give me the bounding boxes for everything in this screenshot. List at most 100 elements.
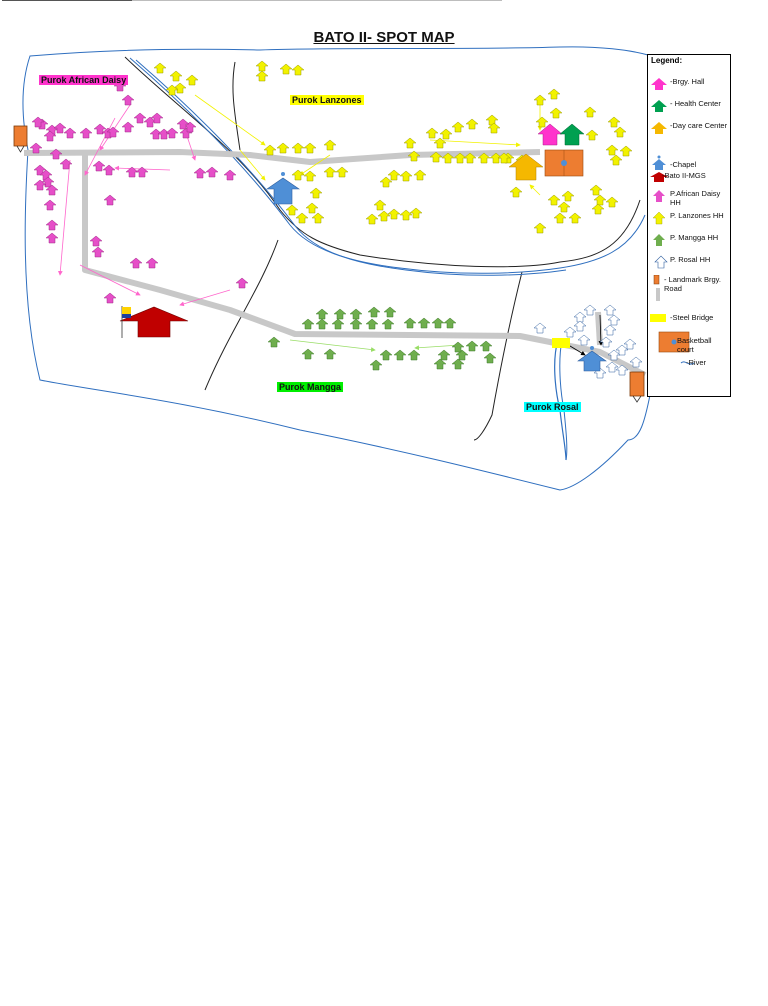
lanzones-household-icon bbox=[589, 184, 603, 196]
mangga-household-icon bbox=[433, 358, 447, 370]
lanzones-household-icon bbox=[439, 128, 453, 140]
purok-label-mangga: Purok Mangga bbox=[277, 382, 344, 392]
african-daisy-household-icon bbox=[653, 190, 665, 202]
mangga-household-icon bbox=[301, 318, 315, 330]
rosal-household-icon bbox=[654, 255, 668, 269]
african-daisy-household-icon bbox=[53, 122, 67, 134]
lanzones-household-icon bbox=[561, 190, 575, 202]
lanzones-household-icon bbox=[323, 166, 337, 178]
african-daisy-household-icon bbox=[176, 118, 190, 130]
lanzones-household-icon bbox=[377, 210, 391, 222]
mangga-household-icon bbox=[365, 318, 379, 330]
african-daisy-household-icon bbox=[45, 184, 59, 196]
rosal-household-icon bbox=[573, 311, 587, 323]
lanzones-household-icon bbox=[509, 186, 523, 198]
school-icon bbox=[119, 306, 189, 338]
lanzones-household-icon bbox=[153, 62, 167, 74]
african-daisy-household-icon bbox=[102, 164, 116, 176]
lanzones-household-icon bbox=[463, 152, 477, 164]
river-icon bbox=[680, 361, 695, 365]
barangay-boundary bbox=[22, 46, 651, 491]
rosal-household-icon bbox=[563, 326, 577, 338]
mangga-household-icon bbox=[369, 359, 383, 371]
purok-label-african-daisy: Purok African Daisy bbox=[39, 75, 129, 85]
african-daisy-household-icon bbox=[103, 194, 117, 206]
rosal-household-icon bbox=[583, 304, 597, 316]
lanzones-household-icon bbox=[387, 208, 401, 220]
mangga-household-icon bbox=[301, 348, 315, 360]
mangga-household-icon bbox=[437, 349, 451, 361]
mangga-household-icon bbox=[379, 349, 393, 361]
day-care-house-icon bbox=[651, 122, 667, 134]
lanzones-household-icon bbox=[311, 212, 325, 224]
river bbox=[129, 57, 646, 274]
rosal-household-icon bbox=[599, 336, 613, 348]
lanzones-household-icon bbox=[605, 144, 619, 156]
mangga-household-icon bbox=[383, 306, 397, 318]
chapel-house-icon bbox=[652, 155, 666, 170]
lanzones-household-icon bbox=[553, 212, 567, 224]
lanzones-household-icon bbox=[323, 139, 337, 151]
lanzones-household-icon bbox=[399, 170, 413, 182]
african-daisy-household-icon bbox=[193, 167, 207, 179]
lanzones-household-icon bbox=[585, 129, 599, 141]
barangay-hall-icon bbox=[537, 123, 563, 146]
lanzones-household-icon bbox=[303, 170, 317, 182]
lanzones-household-icon bbox=[295, 212, 309, 224]
rosal-household-icon bbox=[629, 356, 643, 368]
landmark-icon bbox=[13, 125, 28, 153]
rosal-household-icon bbox=[607, 349, 621, 361]
african-daisy-household-icon bbox=[205, 166, 219, 178]
page-top-rule bbox=[2, 0, 132, 1]
steel-bridge-icon bbox=[650, 314, 666, 322]
health-center-icon bbox=[559, 123, 585, 146]
mangga-household-icon bbox=[267, 336, 281, 348]
mangga-household-icon bbox=[483, 352, 497, 364]
lanzones-household-icon bbox=[185, 74, 199, 86]
lanzones-household-icon bbox=[373, 199, 387, 211]
lanzones-household-icon bbox=[305, 202, 319, 214]
african-daisy-household-icon bbox=[129, 257, 143, 269]
purok-boundary-line bbox=[124, 56, 641, 268]
lanzones-household-icon bbox=[652, 211, 666, 225]
lanzones-household-icon bbox=[309, 187, 323, 199]
lanzones-household-icon bbox=[429, 151, 443, 163]
african-daisy-household-icon bbox=[106, 126, 120, 138]
rosal-household-icon bbox=[603, 304, 617, 316]
lanzones-household-icon bbox=[291, 64, 305, 76]
lanzones-household-icon bbox=[413, 169, 427, 181]
lanzones-household-icon bbox=[609, 154, 623, 166]
direction-arrows bbox=[57, 94, 604, 356]
african-daisy-household-icon bbox=[43, 199, 57, 211]
lanzones-household-icon bbox=[276, 142, 290, 154]
african-daisy-household-icon bbox=[49, 148, 63, 160]
landmark-icon bbox=[653, 275, 660, 301]
rosal-household-icon bbox=[573, 320, 587, 332]
african-daisy-household-icon bbox=[149, 128, 163, 140]
african-daisy-household-icon bbox=[39, 169, 53, 181]
lanzones-household-icon bbox=[165, 84, 179, 96]
lanzones-household-icon bbox=[465, 118, 479, 130]
purok-boundary-line bbox=[204, 239, 279, 391]
purok-label-lanzones: Purok Lanzones bbox=[290, 95, 364, 105]
purok-boundary-line bbox=[473, 271, 523, 441]
lanzones-household-icon bbox=[547, 194, 561, 206]
lanzones-household-icon bbox=[533, 94, 547, 106]
rosal-household-icon bbox=[603, 324, 617, 336]
lanzones-household-icon bbox=[583, 106, 597, 118]
school-house-icon bbox=[650, 172, 668, 182]
rosal-household-icon bbox=[577, 334, 591, 346]
mangga-household-icon bbox=[451, 358, 465, 370]
lanzones-household-icon bbox=[399, 209, 413, 221]
african-daisy-household-icon bbox=[157, 128, 171, 140]
map-title: BATO II- SPOT MAP bbox=[313, 29, 455, 46]
african-daisy-household-icon bbox=[121, 121, 135, 133]
african-daisy-household-icon bbox=[45, 232, 59, 244]
mangga-household-icon bbox=[479, 340, 493, 352]
lanzones-household-icon bbox=[433, 137, 447, 149]
lanzones-household-icon bbox=[409, 207, 423, 219]
african-daisy-household-icon bbox=[223, 169, 237, 181]
african-daisy-household-icon bbox=[93, 123, 107, 135]
household-markers bbox=[29, 60, 643, 379]
